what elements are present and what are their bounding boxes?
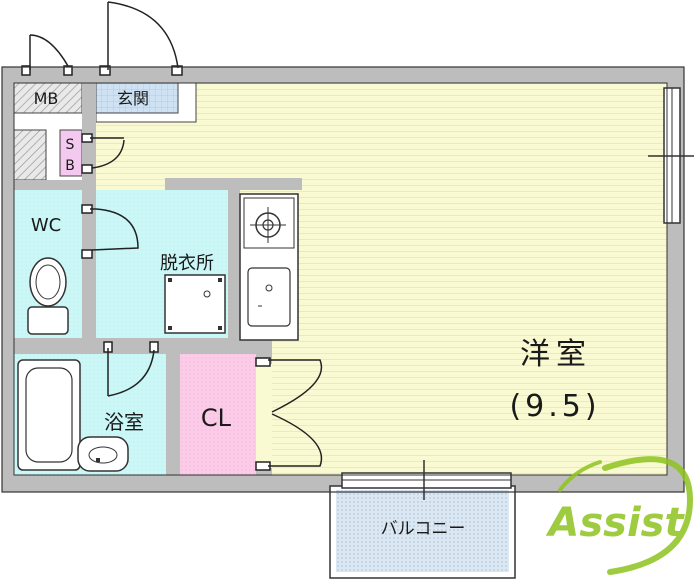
label-western-size: (9.5) — [509, 389, 600, 424]
label-sb-top: S — [66, 137, 75, 153]
mb-door[interactable] — [21, 34, 73, 76]
window-right — [648, 87, 694, 224]
wall-bath — [166, 354, 180, 475]
wall-sb-bottom — [14, 180, 96, 190]
wall-mid — [14, 338, 272, 354]
washer-pan — [164, 274, 226, 334]
label-bath: 浴室 — [104, 410, 144, 434]
wall-wc — [82, 190, 96, 338]
sink — [247, 267, 291, 327]
label-wc: WC — [31, 215, 61, 236]
label-dressing: 脱衣所 — [160, 253, 214, 274]
label-mb: MB — [34, 89, 59, 108]
label-balcony: バルコニー — [381, 519, 466, 539]
wc-door[interactable] — [81, 204, 139, 259]
label-entrance: 玄関 — [117, 89, 149, 108]
wall-kitchen — [228, 178, 240, 343]
logo-text: Assist — [545, 500, 685, 546]
label-sb-bottom: B — [65, 158, 75, 174]
balcony-window — [341, 460, 512, 500]
balcony-floor — [336, 490, 509, 572]
entrance-door[interactable] — [99, 1, 183, 76]
wall-sb — [82, 83, 96, 183]
assist-logo: Assist — [545, 456, 694, 575]
bathtub-icon — [17, 359, 81, 471]
stove — [243, 197, 295, 249]
label-western-room: 洋室 — [520, 337, 592, 372]
closet-floor — [180, 354, 256, 475]
washbasin-icon — [77, 436, 129, 472]
closet-door[interactable] — [255, 357, 323, 471]
sb-hatch — [13, 129, 47, 181]
bath-door[interactable] — [103, 341, 159, 397]
toilet-icon — [27, 257, 69, 335]
label-closet: CL — [201, 404, 232, 432]
closet-opening — [256, 364, 272, 468]
sb-door[interactable] — [81, 133, 125, 174]
